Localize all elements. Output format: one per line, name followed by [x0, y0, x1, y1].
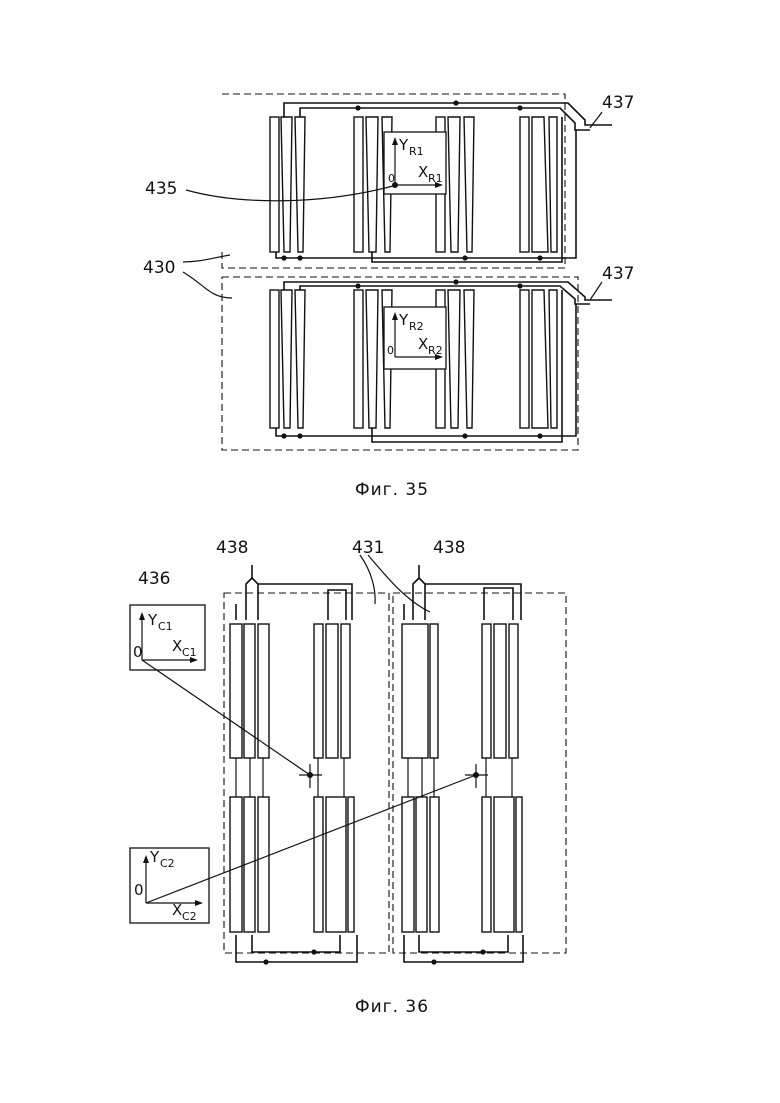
- coil-bar: [326, 797, 346, 932]
- axis-y-r1: Y: [398, 136, 409, 154]
- label-437-bottom: 437: [602, 264, 634, 284]
- coil-bar: [509, 624, 518, 758]
- axis-y-c2-sub: C2: [160, 857, 175, 870]
- bar: [366, 117, 378, 252]
- link-c1: [142, 660, 310, 775]
- bar: [532, 290, 548, 428]
- axis-x-c2-sub: C2: [182, 910, 197, 923]
- axis-x-r1: X: [418, 163, 428, 181]
- leader-430a: [183, 255, 230, 262]
- label-435: 435: [145, 179, 177, 199]
- bar: [354, 117, 363, 252]
- bar: [448, 290, 460, 428]
- bar: [549, 290, 557, 428]
- bar: [295, 290, 305, 428]
- coil-bar: [341, 624, 350, 758]
- coil-bar: [402, 624, 428, 758]
- bar: [354, 290, 363, 428]
- axis-y-c1: Y: [147, 611, 158, 629]
- axis-x-c2: X: [172, 901, 182, 919]
- coil-bar: [482, 797, 491, 932]
- bar: [464, 290, 474, 428]
- coord-box-r2: [384, 307, 446, 369]
- axis-y-c1-sub: C1: [158, 620, 173, 633]
- bar: [464, 117, 474, 252]
- label-430: 430: [143, 258, 175, 278]
- bar: [281, 290, 292, 428]
- origin-r2: 0: [387, 344, 394, 357]
- coil-bar: [258, 797, 269, 932]
- axis-x-r2-sub: R2: [428, 344, 443, 357]
- bar: [549, 117, 557, 252]
- bar: [295, 117, 305, 252]
- bar: [448, 117, 460, 252]
- bar: [520, 117, 529, 252]
- bar: [270, 290, 279, 428]
- axis-x-c1: X: [172, 637, 182, 655]
- coil-bar: [430, 797, 439, 932]
- bar: [520, 290, 529, 428]
- origin-r1: 0: [388, 172, 395, 185]
- coil-bar: [230, 624, 242, 758]
- coil-bar: [416, 797, 427, 932]
- figure-36: 438 438 431 436 Y C1 X C1 0 Y C2 X C2 0 …: [130, 538, 566, 1017]
- origin-c2: 0: [134, 881, 144, 899]
- origin-c1: 0: [133, 643, 143, 661]
- coil-bar: [516, 797, 522, 932]
- coil-bar: [402, 797, 414, 932]
- coil-bar: [230, 797, 242, 932]
- label-438-right: 438: [433, 538, 465, 558]
- bar: [270, 117, 279, 252]
- coil-bar: [258, 624, 269, 758]
- axis-y-r1-sub: R1: [409, 145, 424, 158]
- coil-bar: [494, 624, 506, 758]
- axis-x-r2: X: [418, 335, 428, 353]
- label-431: 431: [352, 538, 384, 558]
- coil-bar: [482, 624, 491, 758]
- axis-y-c2: Y: [149, 848, 160, 866]
- bar: [532, 117, 548, 252]
- coil-bar: [430, 624, 438, 758]
- coil-bar: [348, 797, 354, 932]
- coil-module-right: [402, 565, 523, 965]
- axis-y-r2: Y: [398, 311, 409, 329]
- coil-bar: [314, 797, 323, 932]
- coil-bar: [326, 624, 338, 758]
- label-436: 436: [138, 569, 170, 589]
- bar: [366, 290, 378, 428]
- figure-35: 437 437 435 430 Y R1 X R1 0 Y R2 X R2 0 …: [143, 93, 634, 500]
- coil-bar: [314, 624, 323, 758]
- label-438-left: 438: [216, 538, 248, 558]
- axis-x-r1-sub: R1: [428, 172, 443, 185]
- caption-fig-36: Фиг. 36: [355, 997, 429, 1017]
- caption-fig-35: Фиг. 35: [355, 480, 429, 500]
- axis-x-c1-sub: C1: [182, 646, 197, 659]
- coil-module-left: [230, 565, 357, 965]
- label-437-top: 437: [602, 93, 634, 113]
- bar: [281, 117, 292, 252]
- coil-bar: [494, 797, 514, 932]
- axis-y-r2-sub: R2: [409, 320, 424, 333]
- leader-430b: [183, 272, 232, 298]
- module-bottom: [270, 279, 612, 442]
- coil-bar: [244, 624, 255, 758]
